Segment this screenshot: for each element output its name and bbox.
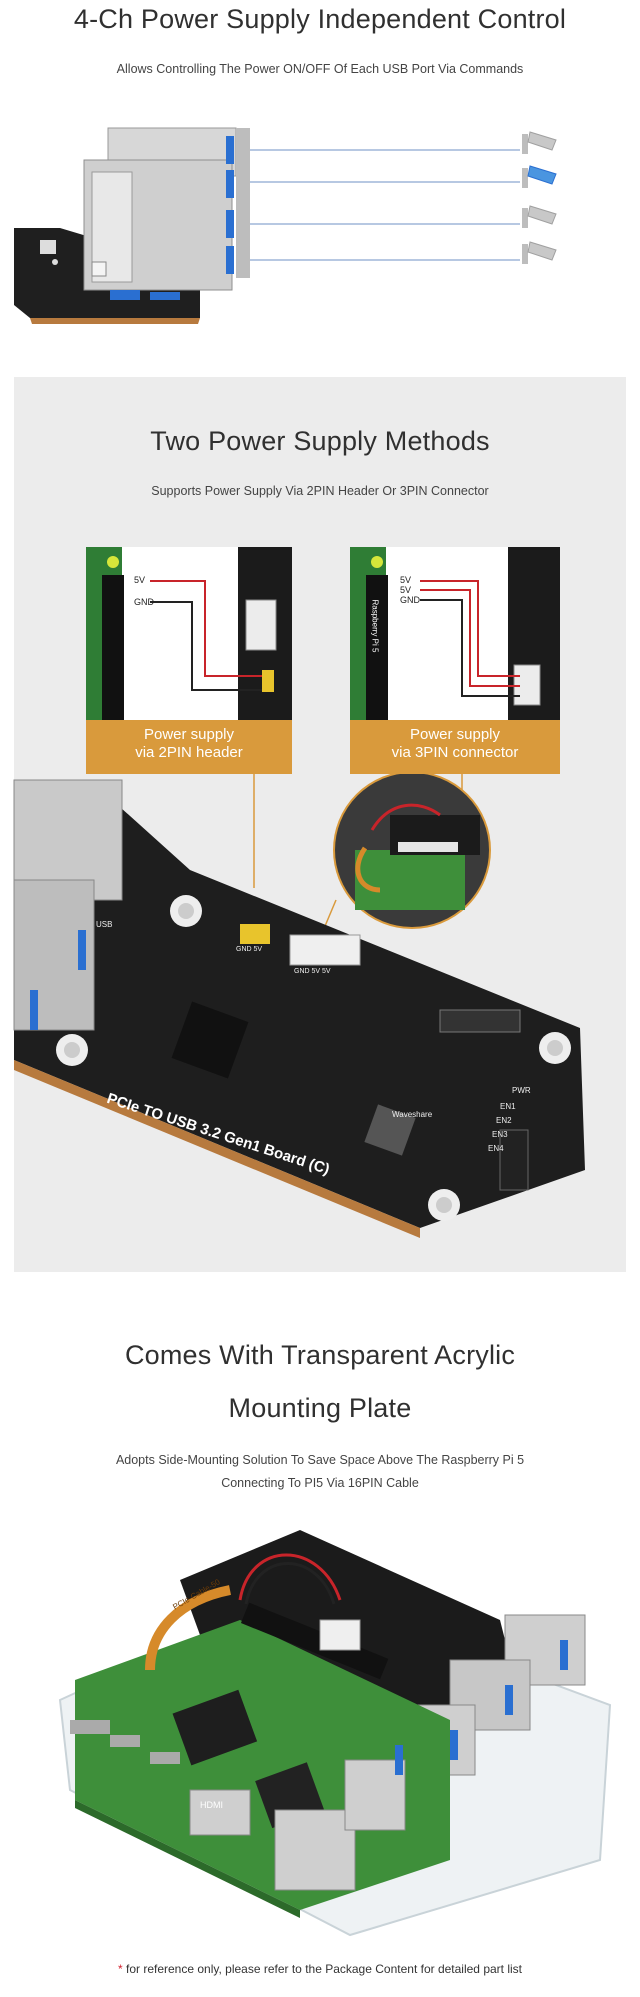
caption-2pin-line2: via 2PIN header — [135, 744, 243, 761]
pin2-label: 2 — [124, 575, 130, 585]
section1-subtitle: Allows Controlling The Power ON/OFF Of E… — [116, 62, 524, 76]
caption-3pin: Power supply via 3PIN connector — [350, 720, 560, 774]
section2-title: Two Power Supply Methods — [150, 426, 490, 456]
board-en3-label: EN3 — [492, 1130, 508, 1139]
camera-icon-active — [522, 165, 557, 188]
5v-label: 5V — [134, 575, 146, 585]
board-gnd5v-label: GND 5V — [236, 946, 263, 953]
acrylic-plate — [58, 1588, 612, 1937]
pin4-label: 4 — [388, 585, 394, 595]
board-gnd5v5v-label: GND 5V 5V — [294, 968, 331, 975]
footnote-star: * — [117, 1962, 123, 1976]
raspberry-pi-5-text: Raspberry Pi 5 — [370, 599, 380, 653]
5v-a-label: 5V — [400, 575, 412, 585]
usb-stack-mounted — [394, 1614, 586, 1776]
5v-b-label: 5V — [400, 585, 412, 595]
caption-3pin-line2: via 3PIN connector — [391, 744, 519, 761]
gnd-label: GND — [400, 595, 420, 605]
footnote: * for reference only, please refer to th… — [0, 1962, 640, 1976]
power-methods-panel — [14, 377, 626, 1272]
board-en2-label: EN2 — [496, 1116, 512, 1125]
camera-icon — [522, 205, 557, 228]
board-brand-label: Waveshare — [392, 1110, 433, 1119]
hdmi-label: HDMI — [200, 1800, 223, 1810]
pin6-label: 6 — [388, 595, 394, 605]
caption-2pin-line1: Power supply — [143, 726, 235, 743]
camera-icon — [522, 131, 557, 154]
board-pwr-label: PWR — [512, 1086, 531, 1095]
usb-board-mounted — [180, 1530, 520, 1760]
section3-title-line2: Mounting Plate — [228, 1393, 412, 1423]
usb-stack — [83, 127, 250, 300]
usb-port-illustration — [14, 127, 557, 324]
section3-subtitle-line2: Connecting To PI5 Via 16PIN Cable — [221, 1476, 419, 1490]
pin2-label: 2 — [388, 575, 394, 585]
raspberry-pi-board — [75, 1620, 450, 1910]
section2-subtitle: Supports Power Supply Via 2PIN Header Or… — [151, 484, 489, 498]
camera-icon — [522, 241, 557, 264]
caption-3pin-line1: Power supply — [409, 726, 501, 743]
pin6-label: 6 — [124, 597, 130, 607]
board-usb-label: USB — [96, 920, 113, 929]
gnd-label: GND — [134, 597, 154, 607]
section3-title-line1: Comes With Transparent Acrylic — [124, 1340, 516, 1370]
footnote-text: for reference only, please refer to the … — [122, 1962, 522, 1976]
cable-label: PCIe-Cable-50 — [171, 1577, 222, 1612]
section3-subtitle-line1: Adopts Side-Mounting Solution To Save Sp… — [115, 1453, 525, 1467]
board-en4-label: EN4 — [488, 1144, 504, 1153]
section1-title: 4-Ch Power Supply Independent Control — [73, 4, 567, 34]
board-en1-label: EN1 — [500, 1102, 516, 1111]
caption-2pin: Power supply via 2PIN header — [86, 720, 292, 774]
